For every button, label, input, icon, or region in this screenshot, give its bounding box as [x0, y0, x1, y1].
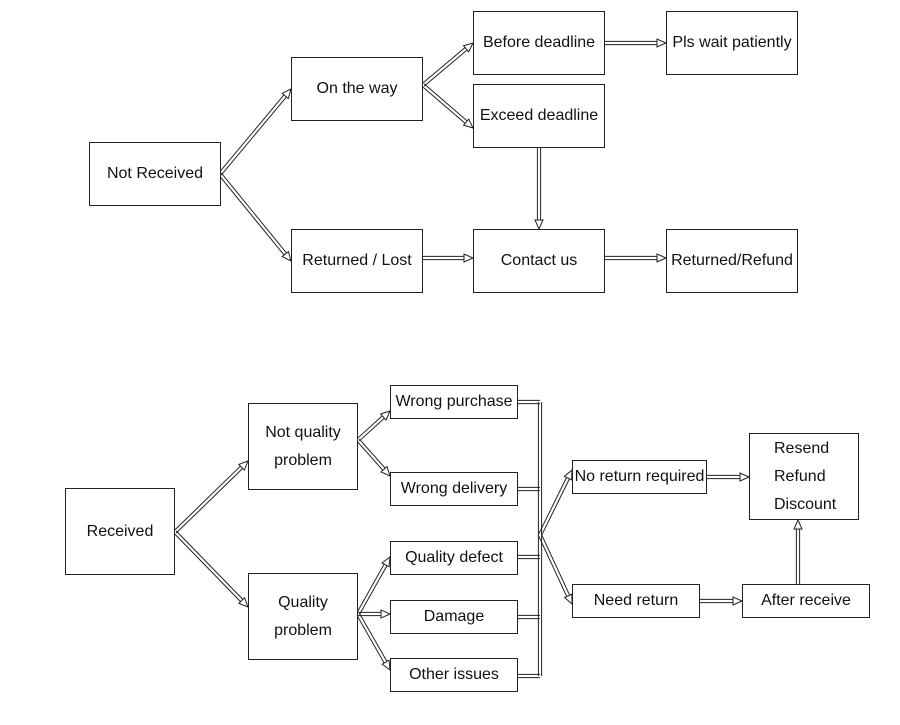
- arrow-ontheway-exceed: [423, 83, 469, 122]
- arrow-received-quality: [173, 532, 242, 603]
- arrow-notreceived-returnedlost: [220, 172, 288, 255]
- label-contact-us: Contact us: [500, 252, 578, 269]
- arrow-received-notquality-arrowhead: [237, 460, 249, 472]
- arrow-notquality-wrongpurchase-arrowhead: [379, 410, 391, 421]
- label-no-return-required: No return required: [574, 468, 705, 485]
- label-not-received: Not Received: [106, 165, 204, 182]
- arrow-quality-defect-arrowhead: [381, 555, 391, 568]
- arrow-ontheway-before: [423, 48, 469, 87]
- label-quality-defect: Quality defect: [405, 549, 503, 566]
- arrow-noreturn-outcomes-arrowhead: [739, 472, 751, 482]
- label-wrong-delivery: Wrong delivery: [400, 480, 508, 497]
- label-other-issues: Other issues: [409, 666, 499, 683]
- arrow-bus-noreturn-arrowhead: [563, 468, 573, 481]
- node-other-issues: Other issues: [390, 658, 518, 692]
- arrow-returnedlost-contact-arrowhead: [463, 253, 475, 263]
- label-wait-patiently: Pls wait patiently: [672, 34, 792, 51]
- arrow-notquality-wrongdelivery-arrowhead: [380, 465, 391, 477]
- arrow-received-notquality: [175, 467, 244, 534]
- label-damage: Damage: [423, 608, 485, 625]
- arrow-notreceived-returnedlost: [218, 174, 286, 257]
- arrow-quality-other: [356, 614, 386, 665]
- label-need-return: Need return: [593, 592, 679, 609]
- arrow-ontheway-before: [421, 46, 467, 85]
- label-quality-line2: problem: [274, 621, 332, 639]
- arrow-notreceived-ontheway: [220, 95, 288, 176]
- node-not-received: Not Received: [89, 142, 221, 206]
- label-before-deadline: Before deadline: [482, 34, 596, 51]
- arrow-bus-needreturn: [538, 535, 568, 598]
- node-exceed-deadline: Exceed deadline: [473, 84, 605, 148]
- arrow-quality-other: [358, 612, 388, 663]
- node-contact-us: Contact us: [473, 229, 605, 293]
- node-on-the-way: On the way: [291, 57, 423, 121]
- node-wrong-delivery: Wrong delivery: [390, 472, 518, 506]
- node-need-return: Need return: [572, 584, 700, 618]
- arrow-notreceived-returnedlost-arrowhead: [281, 250, 292, 262]
- arrow-before-wait-arrowhead: [656, 38, 668, 48]
- label-wrong-purchase: Wrong purchase: [395, 393, 513, 410]
- label-outcome-refund: Refund: [774, 467, 826, 485]
- arrow-quality-damage-arrowhead: [380, 609, 392, 619]
- arrow-ontheway-exceed-arrowhead: [462, 118, 474, 129]
- label-quality-line1: Quality: [278, 593, 328, 611]
- label-received: Received: [86, 522, 154, 540]
- arrow-notreceived-ontheway: [218, 93, 286, 174]
- node-quality-problem: Quality problem: [248, 573, 358, 660]
- arrow-notquality-wrongdelivery: [358, 438, 387, 470]
- label-returned-refund: Returned/Refund: [671, 252, 793, 269]
- node-damage: Damage: [390, 600, 518, 634]
- label-returned-lost: Returned / Lost: [302, 252, 412, 269]
- label-after-receive: After receive: [761, 592, 851, 609]
- arrow-notquality-wrongpurchase: [356, 414, 384, 440]
- connectors: [173, 38, 803, 679]
- arrow-received-quality-arrowhead: [237, 596, 249, 608]
- node-before-deadline: Before deadline: [473, 11, 605, 75]
- node-returned-lost: Returned / Lost: [291, 229, 423, 293]
- node-quality-defect: Quality defect: [390, 541, 518, 575]
- arrow-notquality-wrongdelivery: [356, 440, 384, 472]
- arrow-bus-needreturn-arrowhead: [563, 593, 573, 606]
- arrow-bus-noreturn: [538, 476, 568, 535]
- arrow-bus-noreturn: [540, 477, 571, 536]
- label-not-quality-line2: problem: [274, 451, 332, 469]
- node-not-quality-problem: Not quality problem: [248, 403, 358, 490]
- arrow-received-notquality: [173, 465, 242, 532]
- arrow-quality-defect: [356, 562, 386, 614]
- node-no-return-required: No return required: [572, 460, 707, 494]
- label-exceed-deadline: Exceed deadline: [479, 107, 599, 124]
- label-not-quality-line1: Not quality: [265, 423, 341, 441]
- node-after-receive: After receive: [742, 584, 870, 618]
- arrow-contact-refund-arrowhead: [656, 253, 668, 263]
- arrow-needreturn-afterreceive-arrowhead: [732, 596, 744, 606]
- arrow-quality-other-arrowhead: [381, 659, 391, 672]
- node-wait-patiently: Pls wait patiently: [666, 11, 798, 75]
- arrow-exceed-contact-arrowhead: [534, 219, 544, 231]
- node-received: Received: [65, 488, 175, 575]
- node-wrong-purchase: Wrong purchase: [390, 385, 518, 419]
- arrow-notquality-wrongpurchase: [358, 417, 386, 442]
- arrow-bus-needreturn: [540, 534, 571, 597]
- label-outcome-resend: Resend: [774, 439, 830, 457]
- node-outcomes: Resend Refund Discount: [749, 433, 859, 520]
- arrow-ontheway-exceed: [421, 85, 467, 125]
- arrow-ontheway-before-arrowhead: [462, 42, 474, 53]
- node-returned-refund: Returned/Refund: [666, 229, 798, 293]
- label-on-the-way: On the way: [316, 80, 398, 97]
- arrow-afterreceive-outcomes-arrowhead: [793, 518, 803, 530]
- arrow-received-quality: [175, 530, 244, 601]
- arrow-quality-defect: [358, 564, 388, 616]
- arrow-notreceived-ontheway-arrowhead: [281, 88, 292, 100]
- label-outcome-discount: Discount: [774, 495, 837, 513]
